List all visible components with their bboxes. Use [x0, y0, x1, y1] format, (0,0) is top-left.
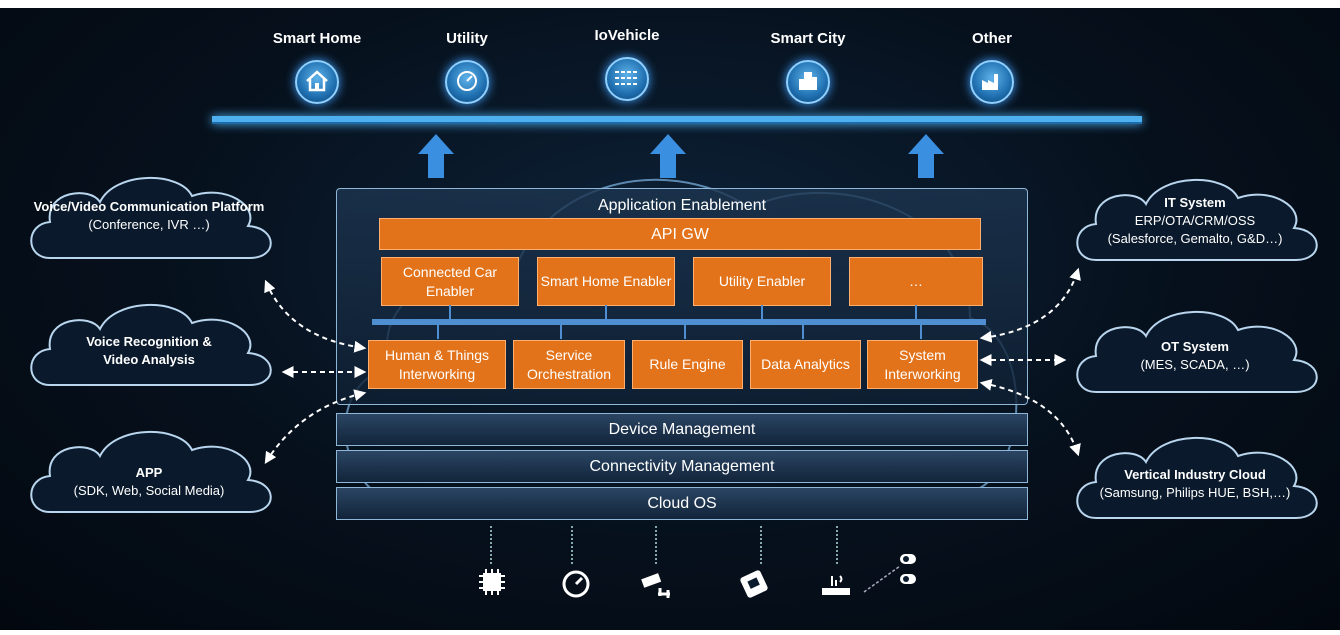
domain-label: Other [971, 30, 1012, 47]
router-icon [822, 575, 850, 595]
cloud-title: Voice Recognition & Video Analysis [86, 334, 212, 367]
up-arrow-icon [908, 134, 944, 178]
domain-label: Smart City [770, 30, 846, 47]
meter-icon [562, 570, 590, 598]
gauge-icon [445, 60, 489, 104]
cloud-sub2: (Salesforce, Gemalto, G&D…) [1107, 231, 1283, 246]
device-link [760, 526, 762, 564]
engine-box: System Interworking [867, 340, 978, 389]
bus-tick [684, 325, 686, 339]
bus-tick [605, 305, 607, 319]
house-icon [295, 60, 339, 104]
engine-box: Rule Engine [632, 340, 743, 389]
cloud-vertical-industry: Vertical Industry Cloud (Samsung, Philips… [1066, 426, 1324, 526]
cloud-sub: ERP/OTA/CRM/OSS [1134, 213, 1256, 228]
up-arrow-icon [650, 134, 686, 178]
domain-other: Other [922, 30, 1062, 104]
cloud-voice-recognition: Voice Recognition & Video Analysis [20, 293, 278, 393]
device-link [655, 526, 657, 564]
domain-label: IoVehicle [594, 27, 660, 44]
chip-icon [479, 569, 505, 595]
enabler-box: … [849, 257, 983, 306]
service-bus [372, 319, 986, 325]
up-arrow-icon [418, 134, 454, 178]
domain-smart-city: Smart City [738, 30, 878, 104]
device-link [490, 526, 492, 564]
bus-tick [761, 305, 763, 319]
bus-tick [915, 305, 917, 319]
bus-tick [449, 305, 451, 319]
domain-iovehicle: IoVehicle [557, 27, 697, 101]
cloud-voice-video: Voice/Video Communication Platform (Confe… [20, 166, 278, 266]
cloud-sub: (Conference, IVR …) [88, 217, 210, 232]
architecture-diagram: Smart Home Utility IoVehicle Smart City … [0, 8, 1340, 630]
traffic-icon [605, 57, 649, 101]
bus-tick [437, 325, 439, 339]
cloud-title: APP [135, 465, 163, 480]
connectivity-management-layer: Connectivity Management [336, 450, 1028, 483]
api-gw-box: API GW [379, 218, 981, 250]
domain-smart-home: Smart Home [247, 30, 387, 104]
cloud-title: IT System [1164, 195, 1226, 210]
bus-tick [920, 325, 922, 339]
panel-title: Application Enablement [597, 197, 767, 214]
domain-utility: Utility [397, 30, 537, 104]
device-management-layer: Device Management [336, 413, 1028, 446]
cloud-app: APP (SDK, Web, Social Media) [20, 420, 278, 520]
connector-arrows [264, 267, 1081, 465]
sensor-icon [863, 554, 916, 593]
engine-box: Human & Things Interworking [368, 340, 506, 389]
cloud-os-layer: Cloud OS [336, 487, 1028, 520]
domain-label: Smart Home [272, 30, 362, 47]
sim-card-icon [740, 570, 768, 598]
domain-bar [212, 116, 1142, 124]
cloud-title: OT System [1161, 339, 1229, 354]
cloud-sub: (MES, SCADA, …) [1140, 357, 1250, 372]
cloud-sub: (Samsung, Philips HUE, BSH,…) [1099, 485, 1291, 500]
engine-box: Service Orchestration [513, 340, 625, 389]
cloud-sub: (SDK, Web, Social Media) [73, 483, 225, 498]
device-link [571, 526, 573, 564]
bus-tick [560, 325, 562, 339]
engine-box: Data Analytics [750, 340, 861, 389]
cloud-title: Voice/Video Communication Platform [33, 199, 265, 214]
enabler-box: Smart Home Enabler [537, 257, 675, 306]
cloud-ot-system: OT System (MES, SCADA, …) [1066, 300, 1324, 400]
camera-icon [641, 573, 670, 598]
cloud-title: Vertical Industry Cloud [1124, 467, 1266, 482]
domain-label: Utility [446, 30, 488, 47]
factory-icon [970, 60, 1014, 104]
city-building-icon [786, 60, 830, 104]
device-link [836, 526, 838, 564]
bus-tick [802, 325, 804, 339]
